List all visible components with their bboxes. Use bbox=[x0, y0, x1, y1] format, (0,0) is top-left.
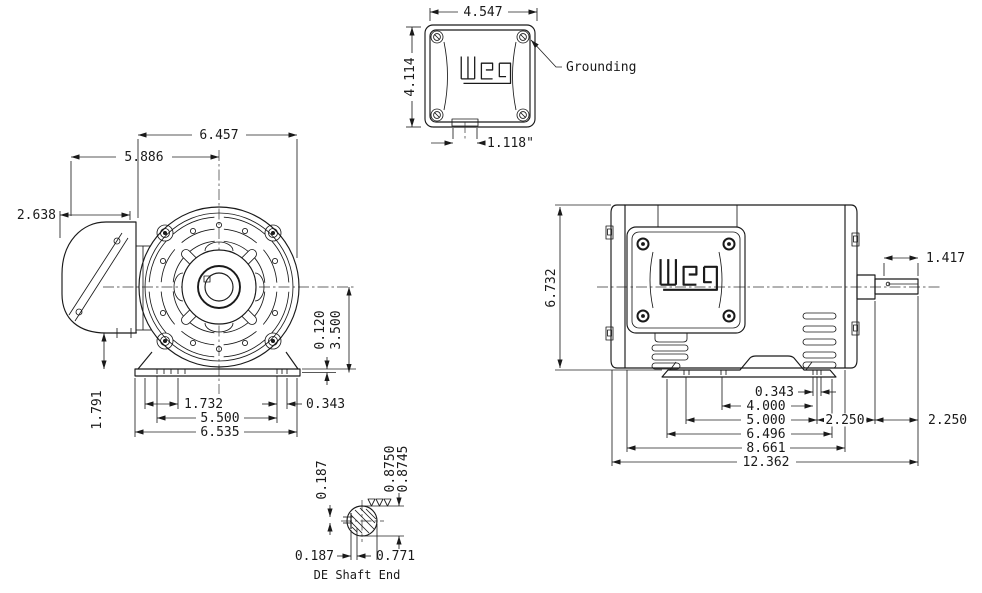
top-view-terminal-box: 4.547 4.114 1.118" Grounding bbox=[403, 5, 636, 151]
dim-side-slot-to-shoulder: 2.250 bbox=[825, 413, 864, 428]
dim-shaft-dia-max: 0.8750 bbox=[383, 446, 398, 493]
dim-front-shaft-center-height: 3.500 bbox=[329, 310, 344, 349]
screw-icon bbox=[636, 309, 650, 323]
dim-side-overall-height: 6.732 bbox=[544, 268, 559, 307]
grounding-label: Grounding bbox=[566, 60, 636, 75]
screw-icon bbox=[722, 237, 736, 251]
dim-front-base-width: 6.535 bbox=[200, 425, 239, 440]
screw-icon bbox=[430, 108, 444, 122]
keyway bbox=[203, 275, 211, 283]
dim-top-conduit-spacing: 1.118" bbox=[487, 136, 534, 151]
shaft-detail-caption: DE Shaft End bbox=[314, 568, 401, 582]
dim-side-frame-length: 8.661 bbox=[746, 441, 785, 456]
motor-frame bbox=[624, 204, 846, 369]
terminal-box-screws bbox=[430, 30, 530, 122]
dim-front-overall-width: 6.457 bbox=[199, 128, 238, 143]
grounding-leader bbox=[530, 39, 562, 68]
dim-side-overall-length: 12.362 bbox=[743, 455, 790, 470]
bolt-icon bbox=[264, 224, 282, 242]
dim-side-slot-to-slot: 4.000 bbox=[746, 399, 785, 414]
frame-clips bbox=[605, 225, 860, 341]
terminal-box-outline bbox=[424, 24, 536, 128]
screw-icon bbox=[722, 309, 736, 323]
bolt-icon bbox=[156, 332, 174, 350]
drive-endshield bbox=[845, 204, 858, 369]
dim-front-pad-thickness: 0.120 bbox=[313, 310, 328, 349]
dim-front-box-to-centerline: 5.886 bbox=[124, 150, 163, 165]
dim-side-shaft-extension: 1.417 bbox=[926, 251, 965, 266]
front-view-dimensions bbox=[59, 132, 356, 437]
shaft-detail-dimensions bbox=[327, 493, 404, 560]
shaft-end-detail: 0.187 0.8750 0.8745 0.187 0.771 DE Shaft… bbox=[295, 446, 415, 582]
dim-front-box-bottom-to-base: 1.791 bbox=[90, 390, 105, 429]
keyway-runout bbox=[885, 281, 891, 287]
vent-slots bbox=[651, 312, 837, 370]
hub bbox=[181, 249, 257, 325]
screw-icon bbox=[636, 237, 650, 251]
side-view-dimensions bbox=[555, 204, 919, 466]
conduit-box-front bbox=[61, 221, 151, 338]
dim-front-edge-to-slot: 1.732 bbox=[184, 397, 223, 412]
dim-side-shoulder-to-shaft-end: 2.250 bbox=[928, 413, 967, 428]
dim-side-foot-span: 5.000 bbox=[746, 413, 785, 428]
screw-icon bbox=[113, 237, 121, 245]
screw-icon bbox=[516, 108, 530, 122]
dim-front-slot-width: 0.343 bbox=[306, 397, 345, 412]
screw-icon bbox=[75, 308, 83, 316]
terminal-box-side bbox=[626, 226, 746, 343]
dim-key-depth: 0.187 bbox=[295, 549, 334, 564]
top-view-dimensions bbox=[406, 8, 562, 146]
output-shaft bbox=[856, 274, 919, 300]
shaft-boss bbox=[197, 265, 241, 309]
dim-front-box-depth: 2.638 bbox=[17, 208, 56, 223]
dim-top-box-width: 4.547 bbox=[463, 5, 502, 20]
bolt-icon bbox=[156, 224, 174, 242]
dim-front-slot-span: 5.500 bbox=[200, 411, 239, 426]
side-view-motor: 6.732 1.417 0.343 4.000 5.000 2.250 2.25… bbox=[544, 204, 967, 470]
surface-finish-icon bbox=[367, 498, 392, 507]
fan-cover-end bbox=[610, 204, 625, 369]
bolt-icon bbox=[264, 332, 282, 350]
dim-top-box-height: 4.114 bbox=[403, 57, 418, 96]
mounting-base-front bbox=[134, 351, 301, 377]
dim-side-base-length: 6.496 bbox=[746, 427, 785, 442]
dim-shaft-dia-min: 0.8745 bbox=[396, 446, 411, 493]
screw-icon bbox=[516, 30, 530, 44]
front-view-motor: 6.457 5.886 2.638 0.120 3.500 1.791 1.73… bbox=[17, 128, 356, 440]
weg-logo bbox=[460, 56, 512, 85]
weg-logo bbox=[659, 259, 718, 291]
fan-cover-outline bbox=[138, 206, 300, 368]
dim-flat-to-end: 0.771 bbox=[376, 549, 415, 564]
fan-cover-bolts bbox=[156, 221, 282, 353]
dim-side-slot-width: 0.343 bbox=[755, 385, 794, 400]
mounting-base-side bbox=[661, 355, 837, 378]
dim-key-width: 0.187 bbox=[315, 460, 330, 499]
section-hatching bbox=[349, 507, 377, 534]
shaft-section bbox=[346, 505, 378, 537]
screw-icon bbox=[430, 30, 444, 44]
